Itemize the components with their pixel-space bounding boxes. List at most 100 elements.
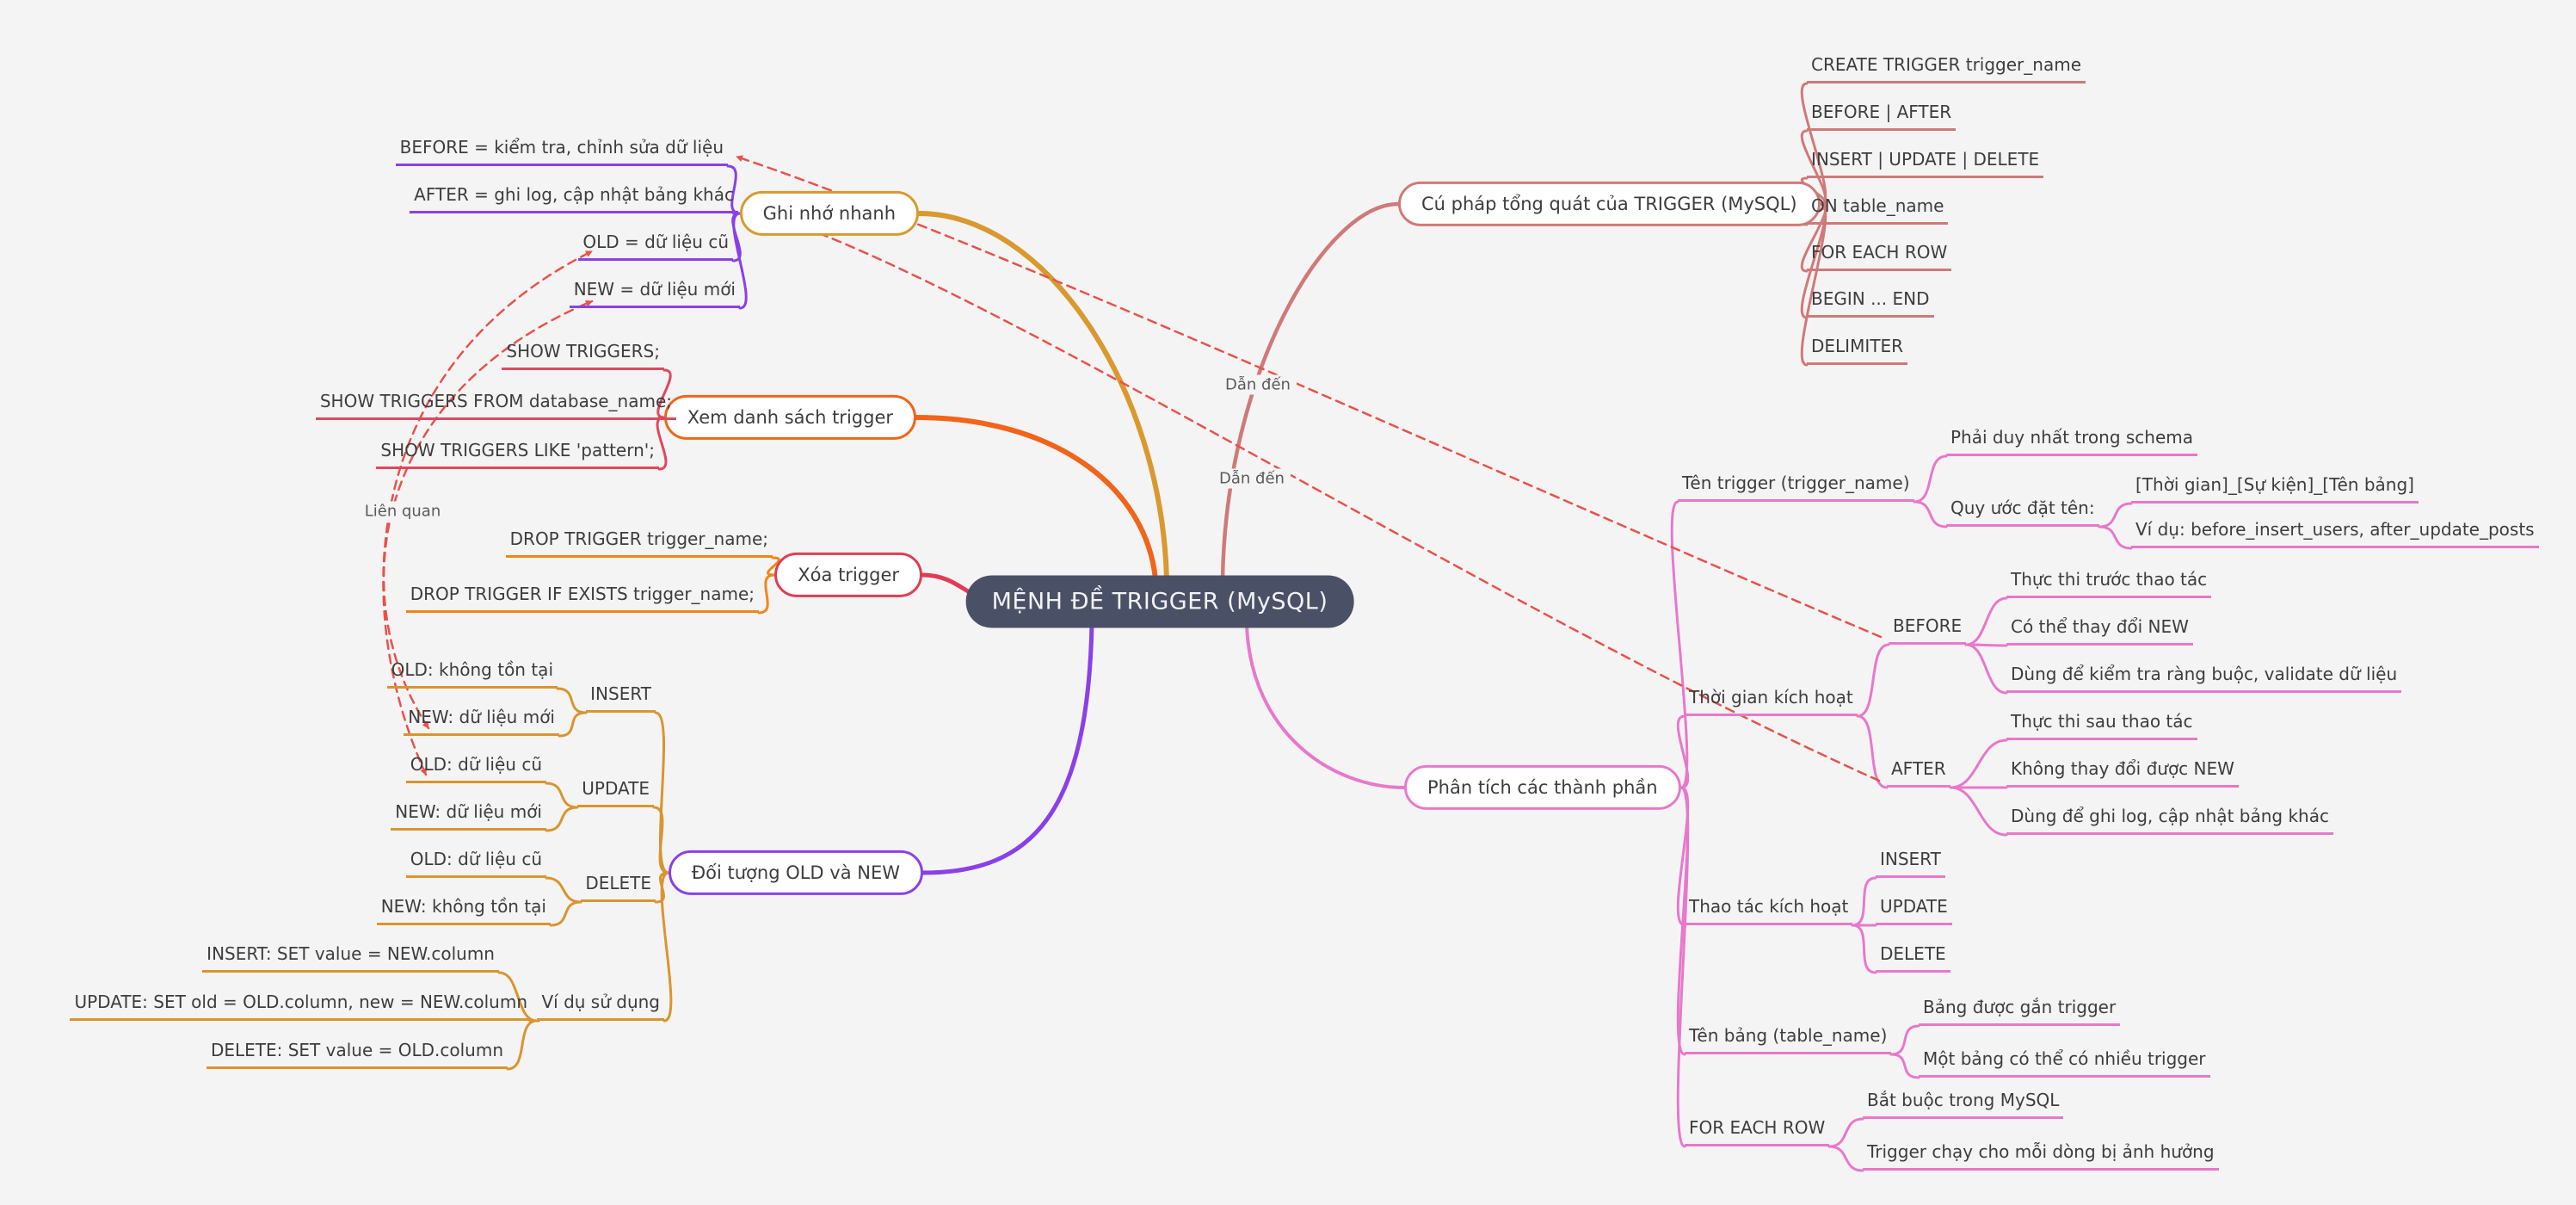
- node-before-after[interactable]: BEFORE | AFTER: [1807, 102, 1957, 131]
- node-vi-du-before-insert-users-after-update-p[interactable]: Ví dụ: before_insert_users, after_update…: [2131, 519, 2539, 548]
- node-phai-duy-nhat-trong-schema[interactable]: Phải duy nhất trong schema: [1946, 427, 2198, 456]
- connector-line: [1800, 202, 1827, 367]
- node-insert[interactable]: INSERT: [586, 683, 656, 713]
- connector-line: [660, 871, 673, 1023]
- node-thoi-gian-kich-hoat[interactable]: Thời gian kích hoạt: [1685, 687, 1858, 716]
- node-insert-update-delete[interactable]: INSERT | UPDATE | DELETE: [1807, 149, 2044, 178]
- node-update[interactable]: UPDATE: [1876, 896, 1952, 925]
- connector-line: [1220, 201, 1401, 582]
- connector-line: [2098, 502, 2133, 528]
- node-before-kiem-tra-chinh-sua-du-lieu[interactable]: BEFORE = kiểm tra, chỉnh sửa dữ liệu: [395, 137, 728, 166]
- node-on-table-name[interactable]: ON table_name: [1807, 195, 1949, 225]
- node-quy-uoc-dat-ten[interactable]: Quy ước đặt tên:: [1946, 497, 2099, 527]
- connector-line: [558, 711, 588, 738]
- branch-doi-tuong-old-new[interactable]: Đối tượng OLD và NEW: [668, 850, 923, 896]
- connector-line: [1670, 500, 1689, 789]
- node-trigger-chay-cho-moi-dong-bi-anh-huong[interactable]: Trigger chạy cho mỗi dòng bị ảnh hưởng: [1863, 1141, 2219, 1171]
- node-create-trigger-trigger-name[interactable]: CREATE TRIGGER trigger_name: [1807, 54, 2086, 83]
- node-dung-de-ghi-log-cap-nhat-bang-khac[interactable]: Dùng để ghi log, cập nhật bảng khác: [2006, 806, 2333, 835]
- node-khong-thay-doi-duoc-new[interactable]: Không thay đổi được NEW: [2006, 758, 2239, 788]
- connector-line: [1913, 454, 1948, 504]
- node-vi-du-su-dung[interactable]: Ví dụ sử dụng: [537, 992, 664, 1021]
- branch-cu-phap-tong-quat[interactable]: Cú pháp tổng quát của TRIGGER (MySQL): [1398, 181, 1821, 227]
- node-update[interactable]: UPDATE: [577, 778, 654, 807]
- connector-line: [1964, 643, 2008, 695]
- connector-line: [506, 1019, 539, 1071]
- branch-ghi-nho-nhanh[interactable]: Ghi nhớ nhanh: [739, 190, 919, 237]
- node-begin-end[interactable]: BEGIN ... END: [1807, 288, 1934, 318]
- node-bang-duoc-gan-trigger[interactable]: Bảng được gắn trigger: [1919, 997, 2121, 1026]
- connector-line: [1949, 738, 2008, 789]
- branch-xem-danh-sach[interactable]: Xem danh sách trigger: [663, 394, 916, 441]
- node-thuc-thi-sau-thao-tac[interactable]: Thực thi sau thao tác: [2006, 711, 2197, 740]
- node-thoi-gian-su-kien-ten-bang[interactable]: [Thời gian]_[Sự kiện]_[Tên bảng]: [2131, 474, 2419, 504]
- connector-line: [757, 573, 776, 615]
- connector-line: [1856, 643, 1890, 718]
- node-new-du-lieu-moi[interactable]: NEW: dữ liệu mới: [404, 707, 559, 736]
- connector-line: [545, 782, 579, 809]
- node-thuc-thi-truoc-thao-tac[interactable]: Thực thi trước thao tác: [2006, 569, 2212, 598]
- node-after[interactable]: AFTER: [1887, 758, 1950, 788]
- node-insert-set-value-new-column[interactable]: INSERT: SET value = NEW.column: [202, 943, 499, 973]
- connector-line: [1676, 786, 1690, 1148]
- connector-line: [654, 711, 670, 874]
- connector-line: [1245, 623, 1406, 789]
- node-delete[interactable]: DELETE: [581, 873, 656, 902]
- connector-line: [2098, 525, 2133, 550]
- connector-line: [767, 556, 780, 577]
- node-new-du-lieu-moi[interactable]: NEW: dữ liệu mới: [391, 801, 546, 831]
- relation-label-lien-quan-2: Liên quan: [358, 501, 447, 522]
- node-drop-trigger-if-exists-trigger-name[interactable]: DROP TRIGGER IF EXISTS trigger_name;: [405, 584, 759, 613]
- node-for-each-row[interactable]: FOR EACH ROW: [1685, 1117, 1830, 1146]
- node-co-the-thay-doi-new[interactable]: Có thể thay đổi NEW: [2006, 616, 2193, 646]
- connector-line: [732, 212, 748, 310]
- node-insert[interactable]: INSERT: [1876, 849, 1945, 878]
- connector-line: [1856, 714, 1889, 789]
- connector-line: [1889, 1024, 1920, 1056]
- node-old-du-lieu-cu[interactable]: OLD: dữ liệu cũ: [405, 849, 546, 878]
- connector-line: [656, 368, 672, 419]
- node-show-triggers[interactable]: SHOW TRIGGERS;: [502, 341, 664, 370]
- connector-line: [1851, 924, 1877, 974]
- node-drop-trigger-trigger-name[interactable]: DROP TRIGGER trigger_name;: [505, 528, 773, 558]
- node-thao-tac-kich-hoat[interactable]: Thao tác kích hoạt: [1685, 896, 1853, 925]
- connector-line: [916, 211, 1169, 582]
- connector-line: [1851, 876, 1877, 927]
- dashed-relation-line: [745, 206, 1881, 782]
- node-before[interactable]: BEFORE: [1889, 615, 1967, 645]
- branch-xoa-trigger[interactable]: Xóa trigger: [774, 552, 922, 598]
- node-ten-bang-table-name[interactable]: Tên bảng (table_name): [1685, 1025, 1892, 1054]
- connector-line: [921, 622, 1094, 875]
- node-ten-trigger-trigger-name[interactable]: Tên trigger (trigger_name): [1678, 473, 1914, 502]
- node-old-khong-ton-tai[interactable]: OLD: không tồn tại: [386, 659, 558, 689]
- node-show-triggers-from-database-name[interactable]: SHOW TRIGGERS FROM database_name;: [315, 391, 676, 420]
- connector-line: [1827, 1117, 1864, 1148]
- relation-label-dan-den-0: Dẫn đến: [1219, 374, 1297, 395]
- node-delete-set-value-old-column[interactable]: DELETE: SET value = OLD.column: [206, 1040, 508, 1069]
- node-delimiter[interactable]: DELIMITER: [1807, 336, 1907, 365]
- node-bat-buoc-trong-mysql[interactable]: Bắt buộc trong MySQL: [1863, 1090, 2064, 1119]
- node-new-du-lieu-moi[interactable]: NEW = dữ liệu mới: [569, 279, 740, 308]
- node-old-du-lieu-cu[interactable]: OLD = dữ liệu cũ: [578, 232, 733, 261]
- node-after-ghi-log-cap-nhat-bang-khac[interactable]: AFTER = ghi log, cập nhật bảng khác: [410, 184, 738, 213]
- node-show-triggers-like-pattern[interactable]: SHOW TRIGGERS LIKE 'pattern';: [376, 440, 659, 469]
- node-new-khong-ton-tai[interactable]: NEW: không tồn tại: [376, 896, 551, 925]
- node-dung-de-kiem-tra-rang-buoc-validate-du-l[interactable]: Dùng để kiểm tra ràng buộc, validate dữ …: [2006, 664, 2402, 693]
- connector-line: [652, 806, 670, 874]
- connector-line: [1827, 1145, 1864, 1172]
- connector-line: [1676, 714, 1690, 789]
- connector-line: [556, 687, 588, 714]
- connector-line: [1964, 596, 2008, 646]
- node-for-each-row[interactable]: FOR EACH ROW: [1807, 242, 1952, 271]
- root-node[interactable]: MỆNH ĐỀ TRIGGER (MySQL): [965, 575, 1354, 628]
- branch-phan-tich-thanh-phan[interactable]: Phân tích các thành phần: [1404, 764, 1681, 811]
- connector-line: [545, 806, 579, 832]
- node-old-du-lieu-cu[interactable]: OLD: dữ liệu cũ: [405, 754, 546, 783]
- node-delete[interactable]: DELETE: [1876, 943, 1950, 973]
- relation-label-dan-den-1: Dẫn đến: [1213, 468, 1291, 489]
- connector-line: [914, 415, 1158, 582]
- node-update-set-old-old-column-new-new-column[interactable]: UPDATE: SET old = OLD.column, new = NEW.…: [70, 992, 532, 1021]
- connector-line: [549, 900, 582, 927]
- node-mot-bang-co-the-co-nhieu-trigger[interactable]: Một bảng có thể có nhiều trigger: [1919, 1048, 2210, 1078]
